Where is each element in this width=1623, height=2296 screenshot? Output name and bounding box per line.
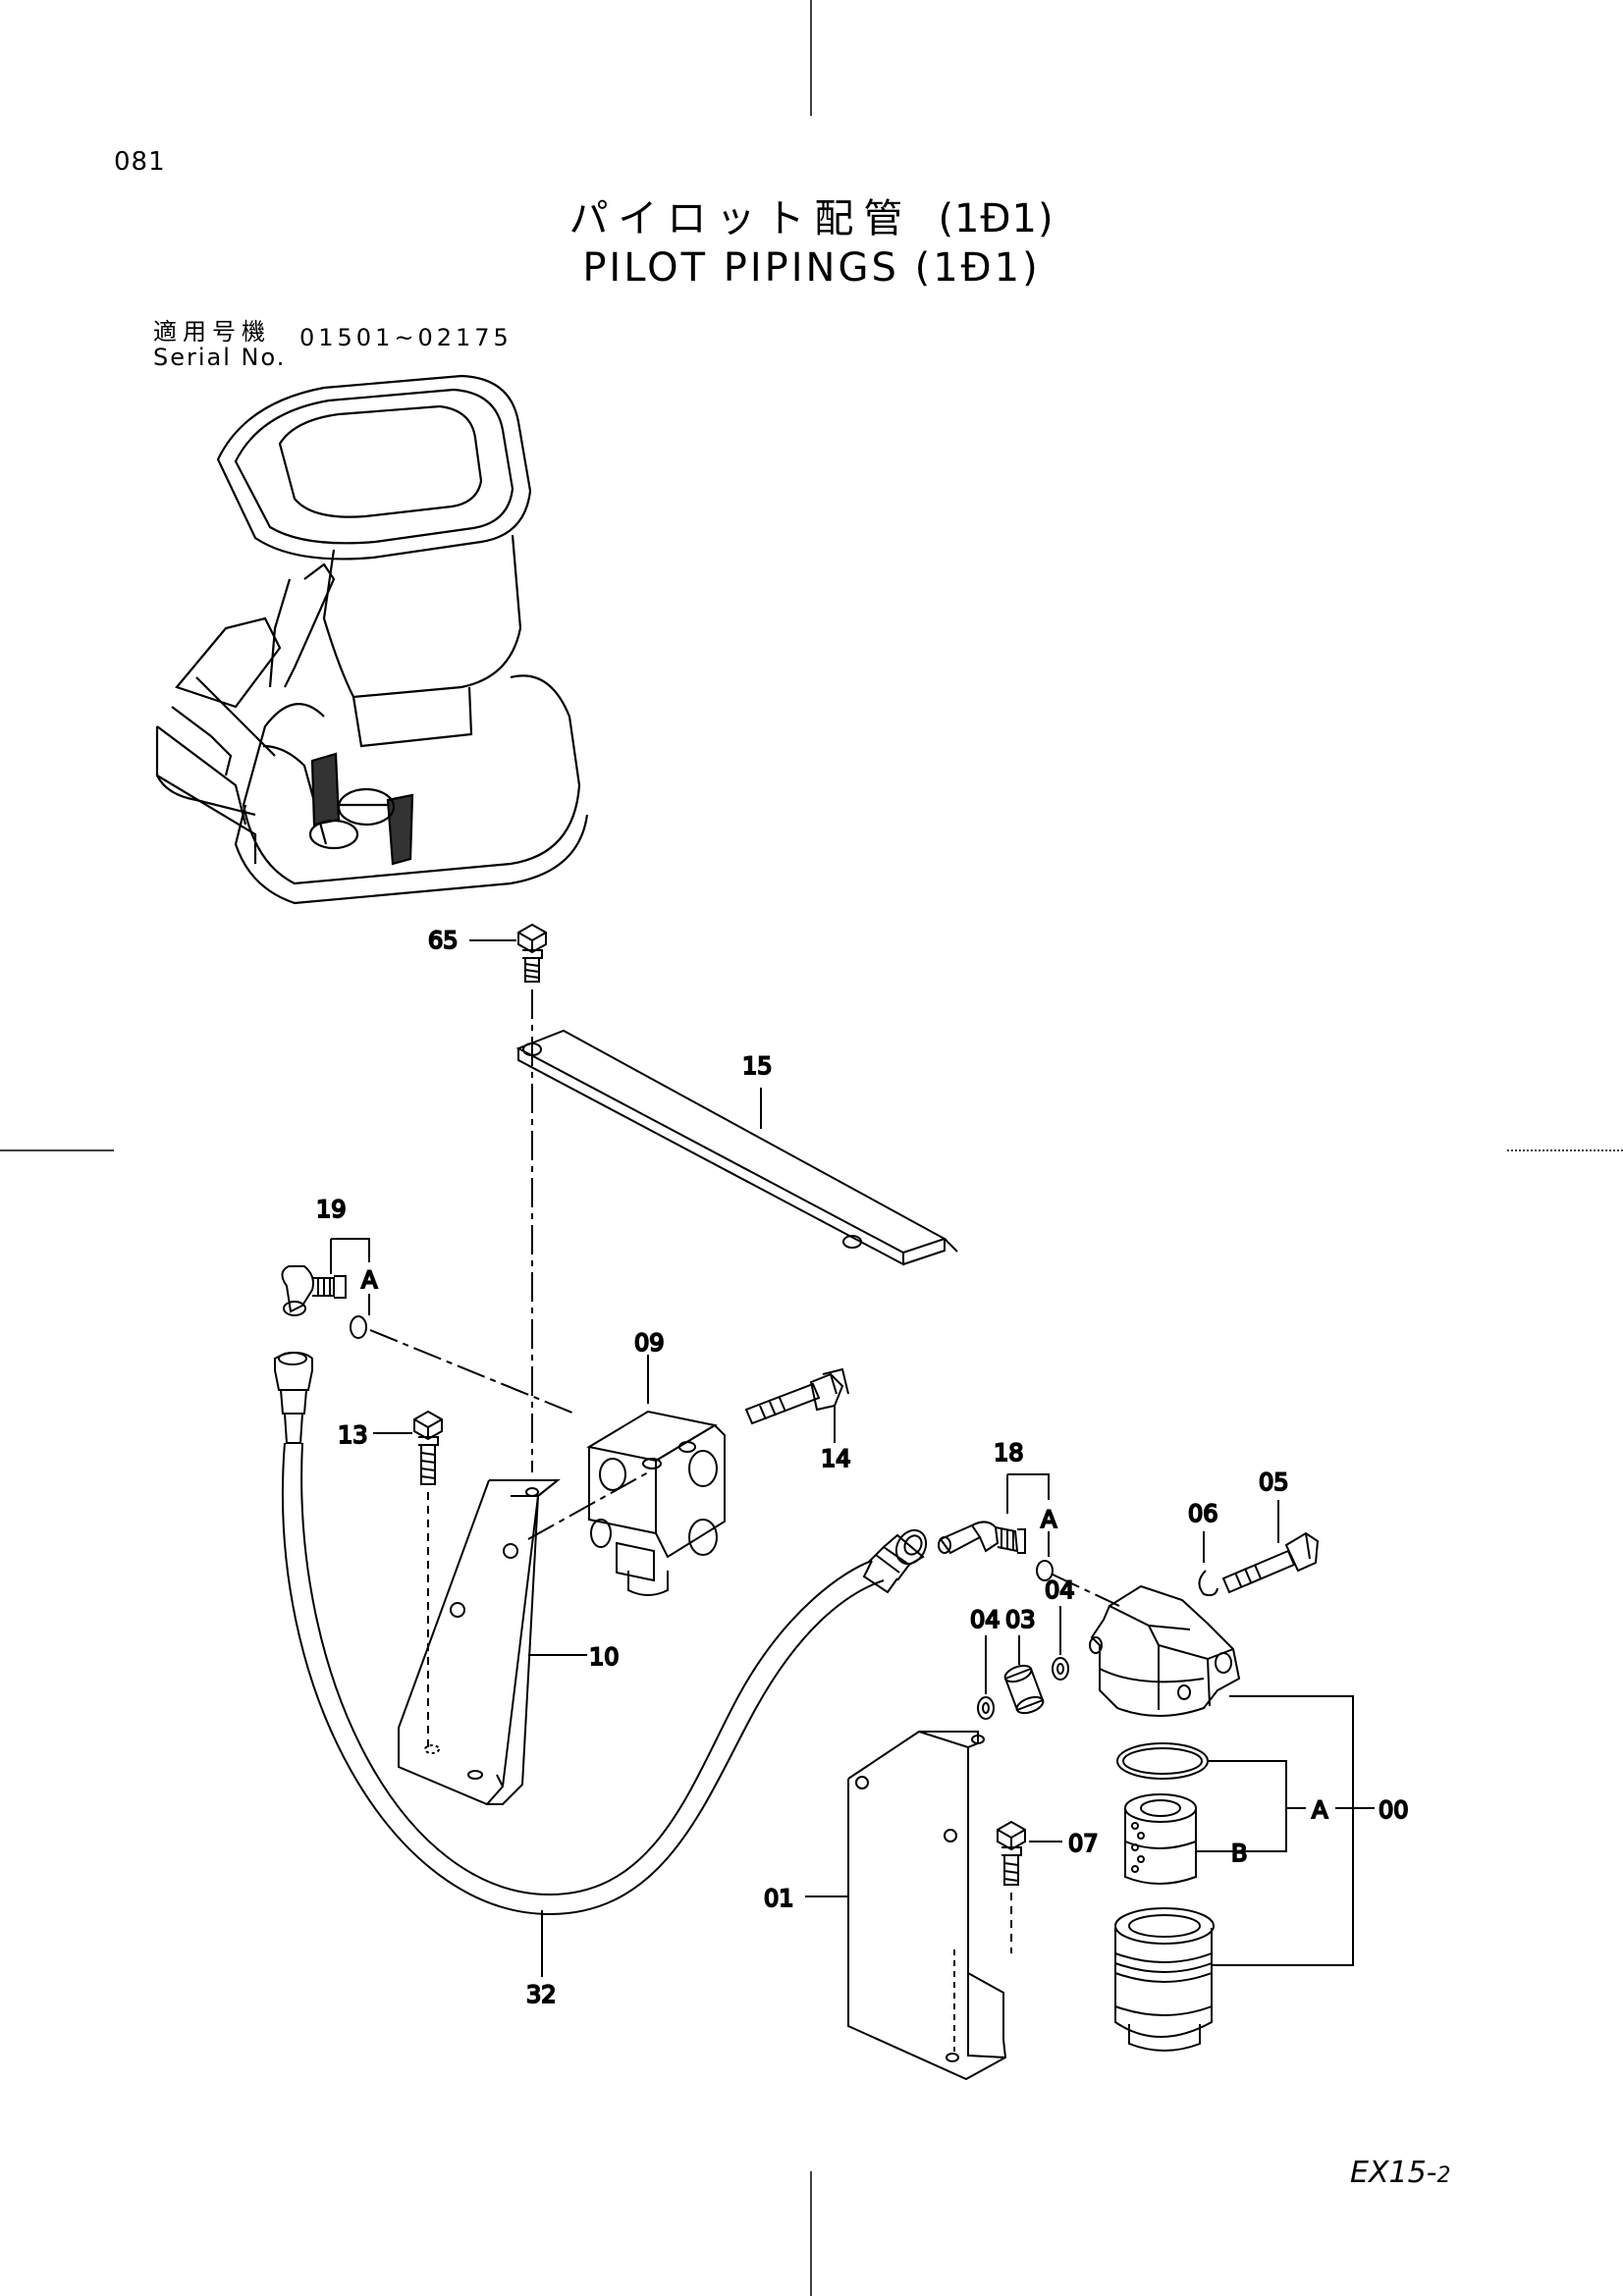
serial-label-en: Serial No. — [153, 344, 287, 371]
elbow-18-drawing — [938, 1473, 1054, 1581]
label-19: 19 — [316, 1196, 347, 1223]
center-line-19 — [369, 1329, 575, 1415]
label-04-left: 04 — [970, 1606, 1001, 1633]
serial-label-jp: 適用号機 — [153, 318, 271, 346]
valve-block-09-drawing — [586, 1355, 726, 1596]
bolt-05-drawing — [1221, 1500, 1320, 1594]
hose-32-drawing — [274, 1351, 928, 1977]
page-number: 081 — [114, 147, 166, 177]
title-japanese: パイロット配管 (1Đ1) — [0, 187, 1623, 243]
label-15: 15 — [742, 1052, 773, 1080]
bracket-01-drawing — [805, 1731, 1007, 2081]
label-10: 10 — [589, 1643, 620, 1671]
o-ring-drawing — [1116, 1742, 1209, 1780]
center-line-09 — [527, 1471, 649, 1540]
elbow-19-drawing — [281, 1238, 370, 1339]
filter-element-drawing — [1124, 1793, 1197, 1885]
bolt-65-drawing — [469, 923, 547, 983]
label-04-right: 04 — [1045, 1576, 1075, 1604]
filter-head-drawing — [1089, 1584, 1241, 1717]
title-jp-text: パイロット配管 — [568, 196, 913, 241]
label-13: 13 — [338, 1421, 368, 1449]
title-english: PILOT PIPINGS (1Đ1) — [582, 245, 1041, 291]
label-01: 01 — [764, 1885, 794, 1912]
label-65: 65 — [428, 927, 459, 954]
footer-model: EX15- — [1350, 2156, 1437, 2190]
nipple-03-drawing — [1003, 1635, 1045, 1715]
label-b-group: B — [1231, 1840, 1247, 1867]
bolt-14-drawing — [744, 1367, 849, 1443]
center-line-18 — [1052, 1574, 1120, 1607]
label-32: 32 — [526, 1981, 557, 2008]
label-00: 00 — [1379, 1796, 1409, 1824]
label-05: 05 — [1259, 1468, 1289, 1496]
label-03: 03 — [1005, 1606, 1036, 1633]
label-14: 14 — [821, 1445, 851, 1472]
serial-range: 01501~02175 — [299, 324, 513, 351]
bolt-13-drawing — [373, 1410, 443, 1485]
label-a-18: A — [1041, 1506, 1057, 1533]
model-footer: EX15-2 — [1350, 2156, 1451, 2190]
machine-overview-drawing — [155, 374, 589, 905]
label-06: 06 — [1188, 1500, 1218, 1527]
bolt-07-drawing — [997, 1820, 1062, 1886]
filter-bowl-drawing — [1114, 1907, 1215, 2052]
label-a-19: A — [361, 1266, 378, 1294]
footer-sheet: 2 — [1436, 2163, 1451, 2188]
bracket-10-drawing — [398, 1479, 587, 1806]
title-jp-code: (1Đ1) — [938, 196, 1055, 241]
label-07: 07 — [1068, 1830, 1099, 1857]
plate-15-drawing — [515, 1029, 958, 1266]
washer-04-left-drawing — [977, 1635, 995, 1720]
snap-ring-06-drawing — [1198, 1531, 1218, 1597]
washer-04-right-drawing — [1052, 1606, 1069, 1681]
label-09: 09 — [634, 1329, 665, 1357]
label-18: 18 — [994, 1439, 1024, 1467]
assembly-group-lines — [1196, 1695, 1375, 1966]
label-a-group: A — [1312, 1796, 1328, 1824]
